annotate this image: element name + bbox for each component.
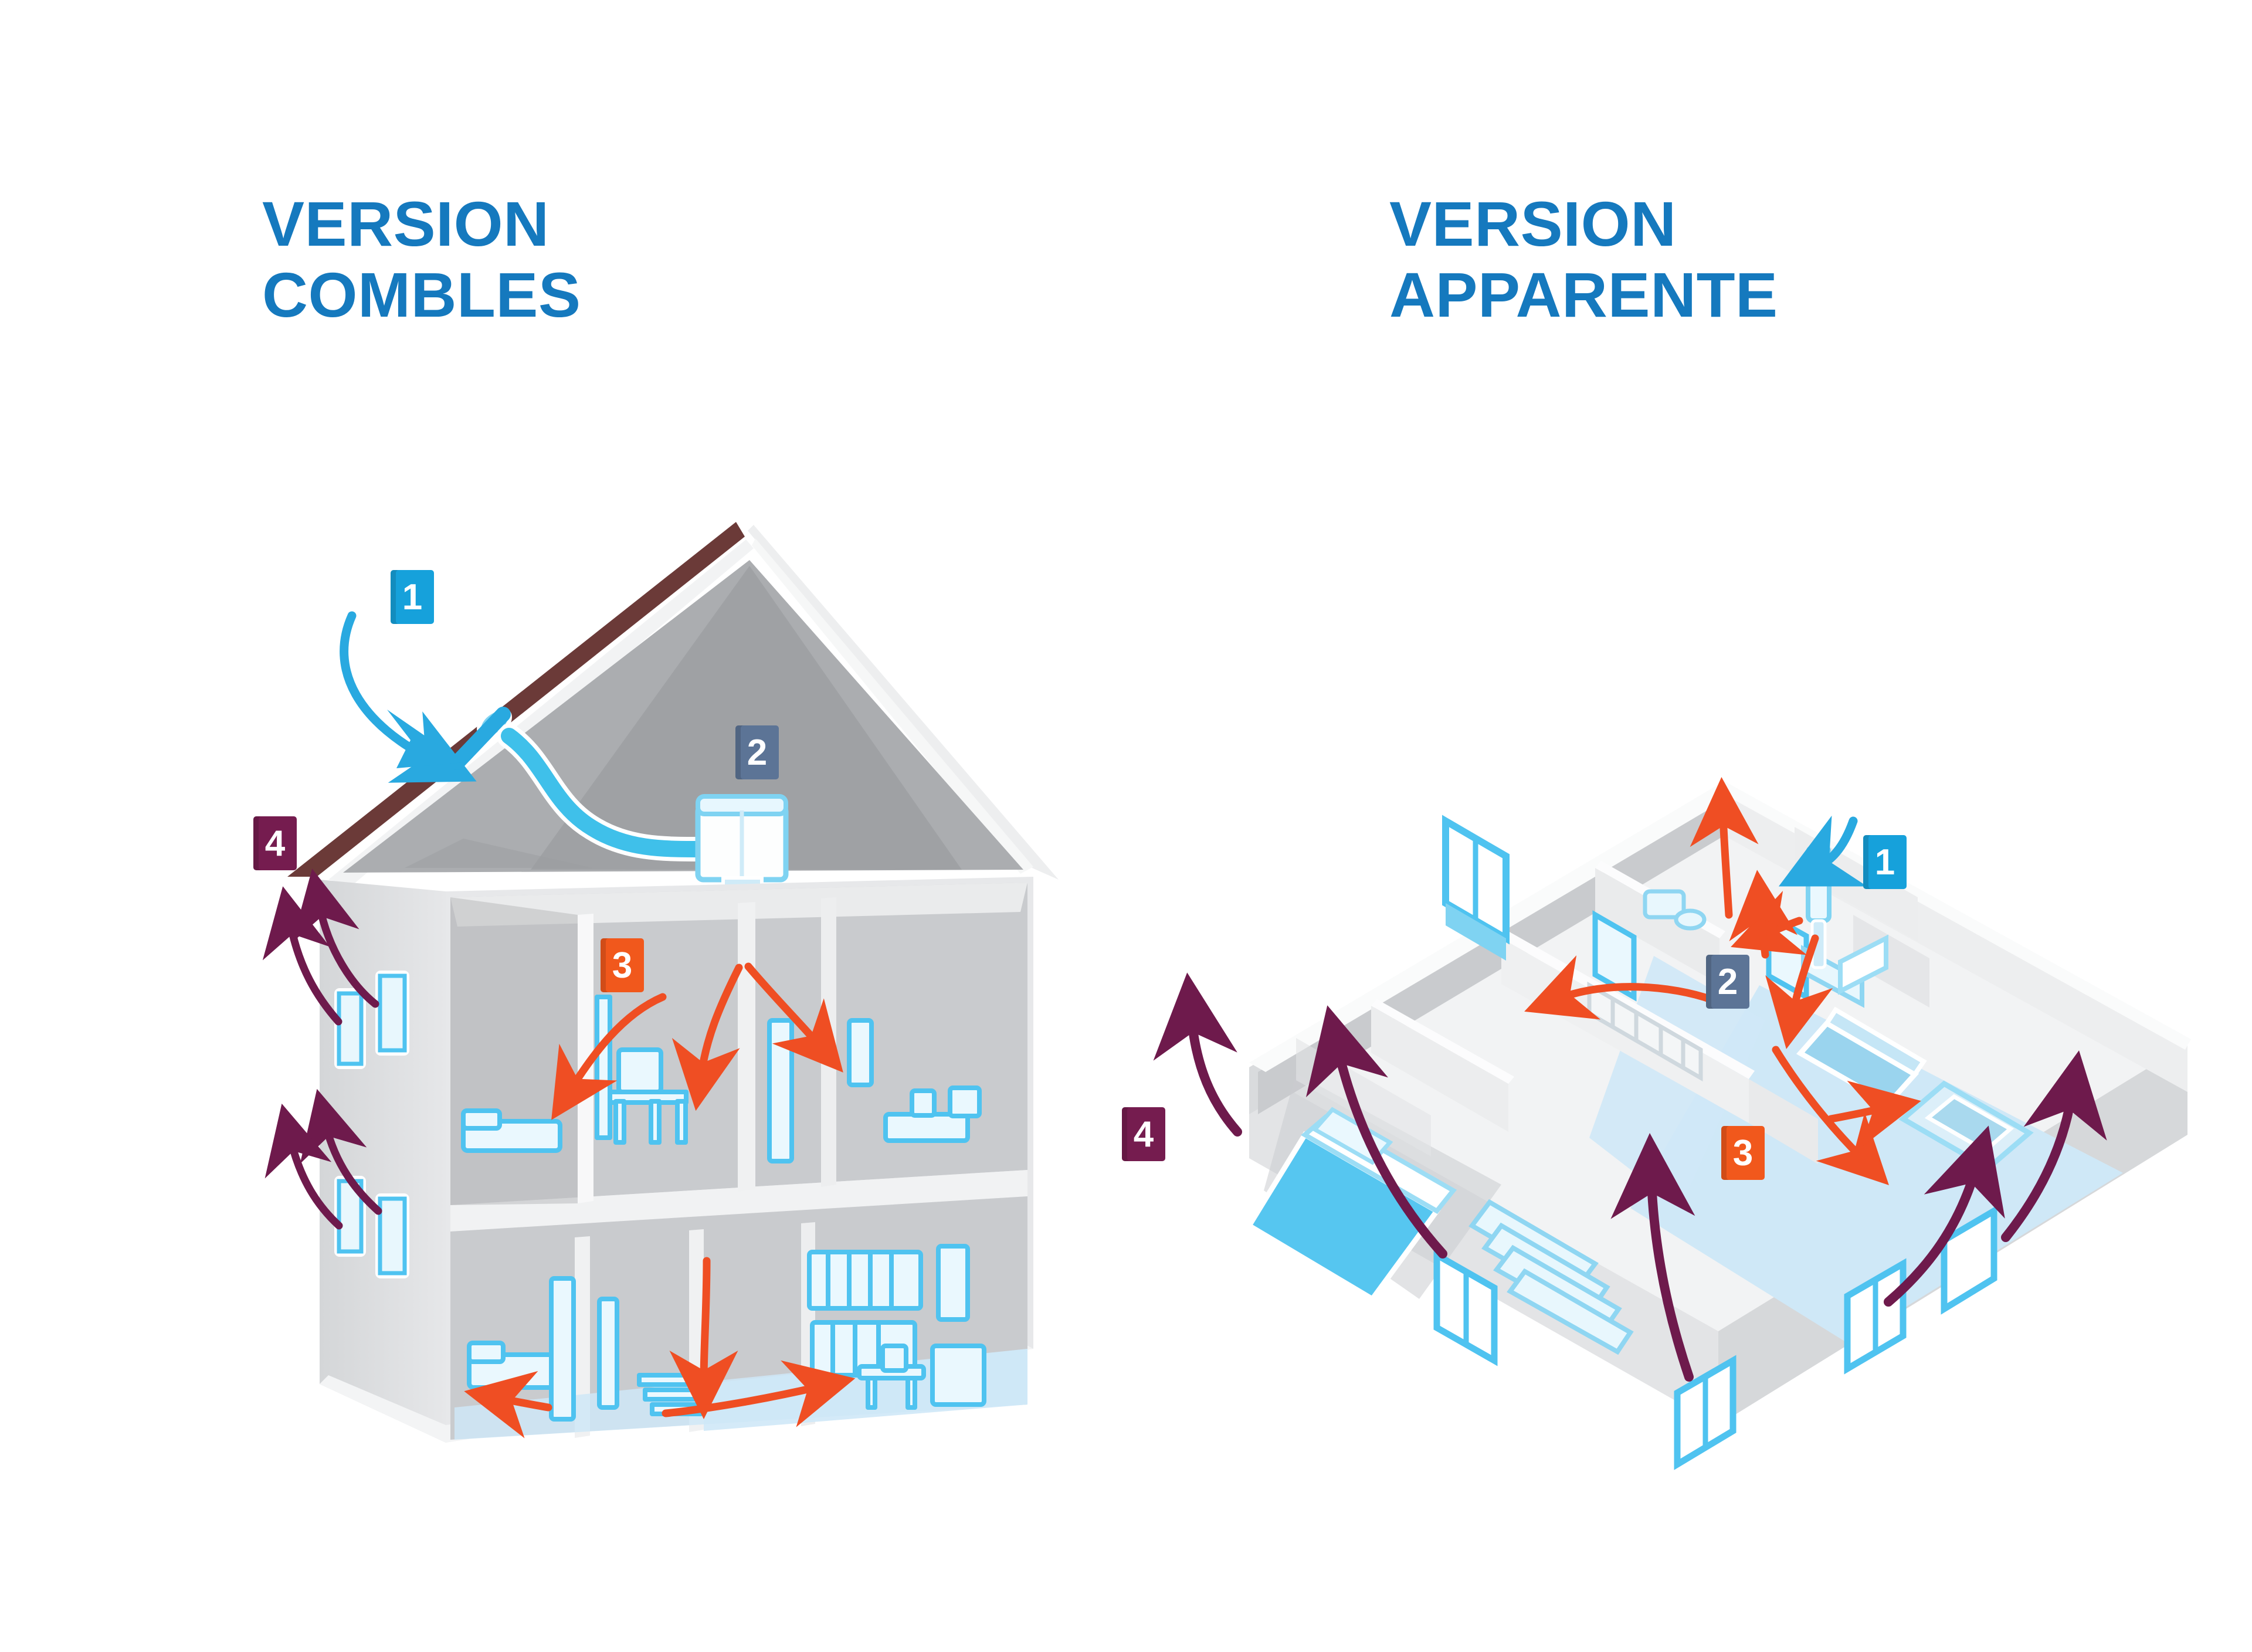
door-lower-2: [597, 1297, 619, 1410]
roof-group: [287, 522, 1059, 886]
arrow-air-intake: [340, 611, 511, 783]
door-exterior: [1442, 815, 1510, 961]
badge-3-supply-air: 3: [601, 938, 644, 992]
window: [375, 1193, 409, 1278]
badge-1-air-intake: 1: [391, 570, 434, 624]
badge-4-label: 4: [1133, 1114, 1154, 1155]
arrows-extract-air: [1153, 972, 2107, 1382]
window: [375, 971, 409, 1056]
floor-plan-isometric-illustration: [1153, 777, 2191, 1470]
badge-4-extract-air: 4: [1122, 1107, 1165, 1161]
panel-version-combles: VERSION COMBLES: [253, 188, 1059, 1443]
window-exterior: [1941, 1205, 1997, 1315]
partition-lower-1: [575, 1236, 590, 1438]
badge-1-label: 1: [1874, 842, 1895, 883]
bed: [461, 1108, 562, 1153]
arrows-extract-air: [262, 869, 382, 1230]
badge-2-label: 2: [1717, 961, 1738, 1002]
badge-1-air-intake: 1: [1863, 835, 1907, 889]
window-exterior: [1433, 1249, 1498, 1366]
badge-3-label: 3: [612, 945, 633, 986]
dining-table: [857, 1344, 926, 1410]
house-body-group: [320, 877, 1033, 1443]
badge-3-supply-air: 3: [1721, 1126, 1765, 1180]
badge-1-label: 1: [402, 576, 423, 618]
badge-3-label: 3: [1732, 1132, 1754, 1173]
partition-upper-3: [821, 897, 836, 1187]
house-cross-section-illustration: [262, 522, 1059, 1443]
badge-4-label: 4: [264, 823, 286, 864]
door-lower: [549, 1276, 576, 1422]
window-interior-2: [936, 1244, 970, 1322]
arrows-supply-air: [464, 962, 856, 1439]
door: [767, 1018, 794, 1163]
arrow-air-intake: [1778, 815, 1867, 887]
bathroom-fixtures: [1643, 889, 1707, 931]
window: [334, 988, 366, 1069]
panel-title-apparente: VERSION APPARENTE: [1389, 188, 1778, 330]
window-exterior: [1844, 1258, 1907, 1375]
kitchenette: [883, 1085, 982, 1143]
arrows-supply-air: [1524, 777, 1921, 1185]
badge-2-label: 2: [747, 732, 768, 773]
badge-2-ventilation-unit: 2: [1706, 955, 1749, 1009]
panel-version-apparente: VERSION APPARENTE: [1122, 0, 2252, 1652]
badge-4-extract-air: 4: [253, 816, 297, 870]
window-exterior: [1674, 1355, 1737, 1470]
console: [1838, 934, 1888, 995]
appliance: [930, 1344, 986, 1407]
partition-upper-2: [738, 902, 755, 1192]
window-interior: [847, 1018, 874, 1087]
door-interior: [1592, 910, 1637, 1002]
ventilation-unit-icon: [695, 794, 789, 883]
panel-title-combles: VERSION COMBLES: [262, 188, 581, 330]
staircase: [1468, 1199, 1634, 1355]
badge-2-ventilation-unit: 2: [735, 725, 779, 779]
